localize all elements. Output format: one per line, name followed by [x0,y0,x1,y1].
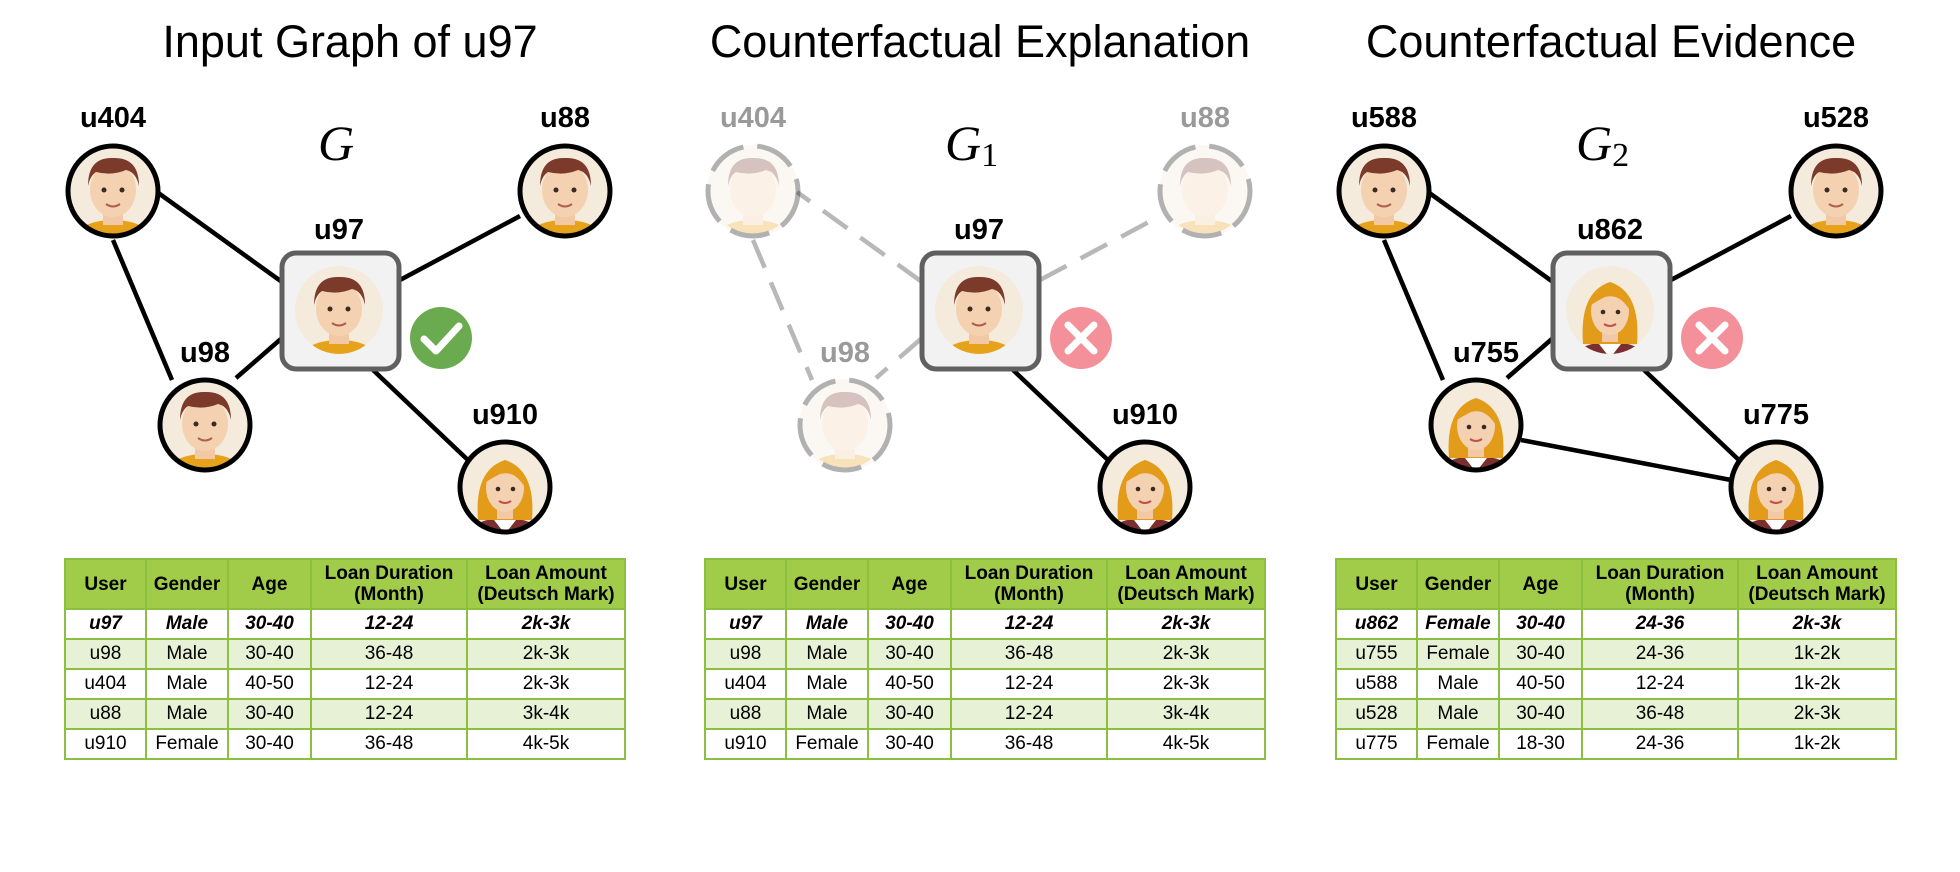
node-label-top-right: u88 [540,102,590,134]
header-loan-duration: Loan Duration (Month) [1581,558,1739,610]
header-loan-amount: Loan Amount (Deutsch Mark) [466,558,626,610]
node-label-top-left: u588 [1351,102,1417,134]
edge-removed-u97-u404 [795,190,924,284]
node-center-u97 [279,250,402,372]
node-label-center: u97 [314,214,364,246]
node-label-bottom-right: u910 [1112,399,1178,431]
graph-explanation: u404 u88 u98 [705,102,1253,535]
node-u528 [1788,143,1884,239]
attribute-table: User Gender Age Loan Duration (Month) Lo… [1335,558,1897,760]
panel-input-graph: Input Graph of u97 [0,0,653,872]
edge-removed-u97-u88 [1038,214,1162,282]
graph-label-sub: 1 [981,137,998,174]
edge-u97-u910 [370,367,472,464]
header-loan-amount: Loan Amount (Deutsch Mark) [1106,558,1266,610]
node-label-center: u862 [1577,214,1643,246]
node-u910 [457,439,553,535]
node-label-bottom-right: u910 [472,399,538,431]
header-loan-duration: Loan Duration (Month) [950,558,1108,610]
graph-label: G2 [1576,115,1629,174]
header-loan-duration: Loan Duration (Month) [310,558,468,610]
graph-label-main: G [1576,115,1612,171]
header-gender: Gender [1416,558,1500,610]
header-age: Age [1498,558,1583,610]
edge-u862-u588 [1426,190,1555,284]
node-u88 [517,143,613,239]
graph-evidence: u588 u528 [1336,102,1884,535]
header-age: Age [227,558,312,610]
edge-u588-u755 [1381,239,1446,381]
header-loan-amount: Loan Amount (Deutsch Mark) [1737,558,1897,610]
header-gender: Gender [785,558,869,610]
edge-u97-u88 [398,214,522,282]
node-u404 [65,143,161,239]
edge-u862-u775 [1641,367,1743,464]
attribute-table: User Gender Age Loan Duration (Month) Lo… [704,558,1266,760]
edge-removed-u97-u98 [874,336,924,380]
header-gender: Gender [145,558,229,610]
graph-label-main: G [945,115,981,171]
panel-title: Counterfactual Evidence [1365,16,1857,67]
header-age: Age [867,558,952,610]
node-center-u97 [919,250,1042,372]
node-label-bottom-left: u98 [180,337,230,369]
edge-removed-u404-u98 [750,239,815,381]
graph-label-sub: 2 [1612,137,1629,174]
node-label-bottom-left: u98 [820,337,870,369]
graph-label: G1 [945,115,998,174]
node-u910 [1097,439,1193,535]
edge-u862-u755 [1505,336,1555,380]
check-icon [410,307,472,369]
panel-counterfactual-evidence: Counterfactual Evidence [1271,0,1924,872]
node-label-center: u97 [954,214,1004,246]
node-label-top-left: u404 [720,102,786,134]
edge-u755-u775 [1520,437,1732,483]
node-label-top-right: u528 [1803,102,1869,134]
header-user: User [64,558,147,610]
node-u98 [157,377,253,473]
node-label-top-right: u88 [1180,102,1230,134]
node-u775 [1728,439,1824,535]
node-u404-faded [705,143,801,239]
panel-title: Input Graph of u97 [162,16,538,67]
edge-u404-u98 [110,239,175,381]
edge-u97-u910 [1010,367,1112,464]
cross-icon [1681,307,1743,369]
node-u755 [1428,377,1524,473]
edge-u97-u404 [155,190,284,284]
edge-u862-u528 [1669,214,1793,282]
node-u588 [1336,143,1432,239]
node-label-bottom-right: u775 [1743,399,1809,431]
node-label-top-left: u404 [80,102,146,134]
node-u88-faded [1157,143,1253,239]
graph-label: G [318,115,354,171]
cross-icon [1050,307,1112,369]
edge-u97-u98 [234,336,284,380]
header-user: User [704,558,787,610]
panel-counterfactual-explanation: Counterfactual Explanation [640,0,1293,872]
attribute-table: User Gender Age Loan Duration (Month) Lo… [64,558,626,760]
header-user: User [1335,558,1418,610]
graph-input: u404 u88 [65,102,613,535]
panel-title: Counterfactual Explanation [709,16,1251,67]
node-label-bottom-left: u755 [1453,337,1519,369]
node-u98-faded [797,377,893,473]
node-center-u862 [1550,250,1673,372]
